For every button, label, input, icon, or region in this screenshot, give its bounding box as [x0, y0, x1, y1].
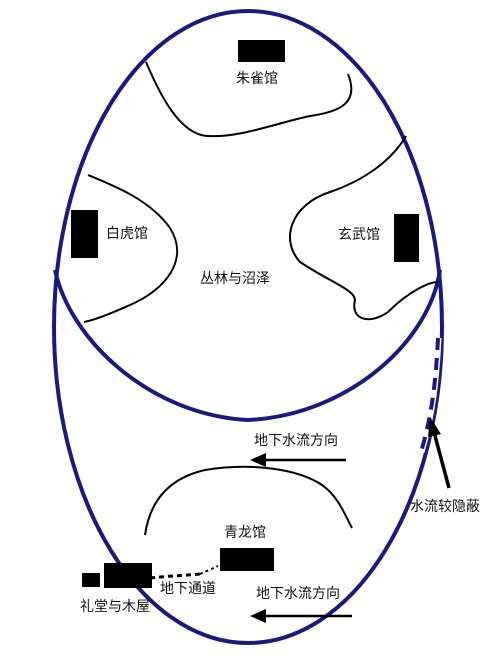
- label-baihu: 白虎馆: [106, 226, 148, 242]
- label-flow-lower: 地下水流方向: [256, 586, 340, 602]
- lower-flow-arrow: [250, 609, 352, 623]
- tunnel-connector: [199, 565, 219, 575]
- baihu-building: [71, 210, 98, 258]
- baihu-region: [83, 174, 179, 323]
- label-flow-upper: 地下水流方向: [254, 433, 338, 449]
- zhuque-region: [145, 61, 353, 138]
- zhuque-building: [238, 40, 285, 62]
- label-tunnel: 地下通道: [160, 581, 216, 597]
- hidden-flow-pointer-arrow: [428, 417, 451, 489]
- upper-flow-arrow: [250, 453, 346, 467]
- chapel-building-small: [82, 573, 100, 587]
- label-hidden-flow: 水流较隐蔽: [410, 499, 480, 515]
- tunnel-path: [149, 572, 201, 580]
- label-qinglong: 青龙馆: [224, 525, 266, 541]
- label-chapel: 礼堂与木屋: [80, 599, 150, 615]
- qinglong-region: [144, 465, 353, 536]
- upper-zone-boundary: [53, 269, 442, 423]
- label-xuanwu: 玄武馆: [338, 227, 380, 243]
- label-center: 丛林与沼泽: [200, 271, 270, 287]
- label-zhuque: 朱雀馆: [236, 71, 278, 87]
- qinglong-building: [220, 548, 274, 571]
- hidden-flow-dashed-edge: [419, 337, 440, 453]
- outer-boundary: [52, 9, 444, 645]
- chapel-building-large: [104, 563, 152, 588]
- xuanwu-region: [289, 135, 439, 321]
- xuanwu-building: [394, 214, 419, 262]
